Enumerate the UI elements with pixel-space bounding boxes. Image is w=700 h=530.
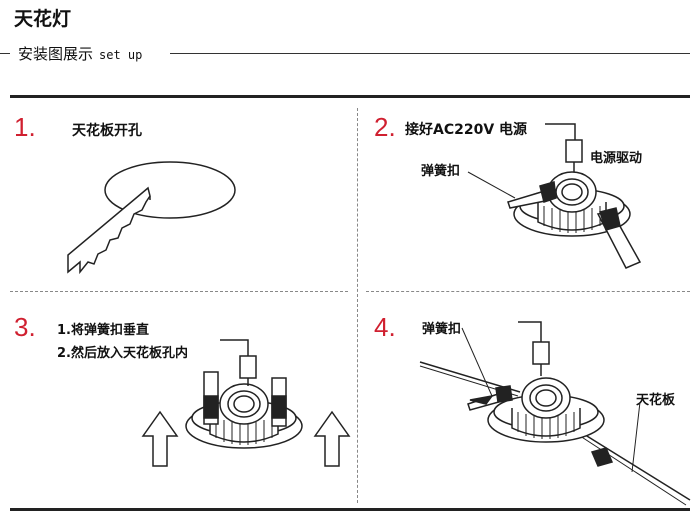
step-3-number: 3. — [14, 312, 36, 342]
subtitle-en: set up — [99, 48, 143, 62]
step-2-illustration — [467, 123, 642, 269]
step-3-line1: 1.将弹簧扣垂直 — [57, 323, 149, 338]
step-1-text: 天花板开孔 — [72, 123, 142, 139]
step-1-number: 1. — [14, 112, 36, 142]
step-4-illustration — [419, 321, 691, 506]
bottom-border — [10, 508, 690, 511]
horizontal-divider-right — [366, 291, 690, 292]
subtitle: 安装图展示 set up — [14, 43, 147, 64]
page-title: 天花灯 — [14, 8, 72, 30]
step-4-ceiling-label: 天花板 — [636, 393, 676, 408]
subtitle-rule-right — [170, 53, 690, 54]
top-border — [10, 95, 690, 98]
step-2-number: 2. — [374, 112, 396, 142]
step-2-clip-label: 弹簧扣 — [421, 164, 461, 179]
step-3-line2: 2.然后放入天花板孔内 — [57, 346, 188, 361]
step-3-illustration — [141, 339, 351, 467]
horizontal-divider-left — [10, 291, 348, 292]
vertical-divider — [357, 108, 358, 503]
step-1-illustration — [67, 161, 236, 275]
step-4-clip-label: 弹簧扣 — [422, 322, 462, 337]
subtitle-zh: 安装图展示 — [18, 45, 94, 63]
step-2-driver-label: 电源驱动 — [590, 151, 643, 166]
step-2-text: 接好AC220V 电源 — [405, 122, 528, 138]
subtitle-rule-left — [0, 53, 10, 54]
step-4-number: 4. — [374, 312, 396, 342]
